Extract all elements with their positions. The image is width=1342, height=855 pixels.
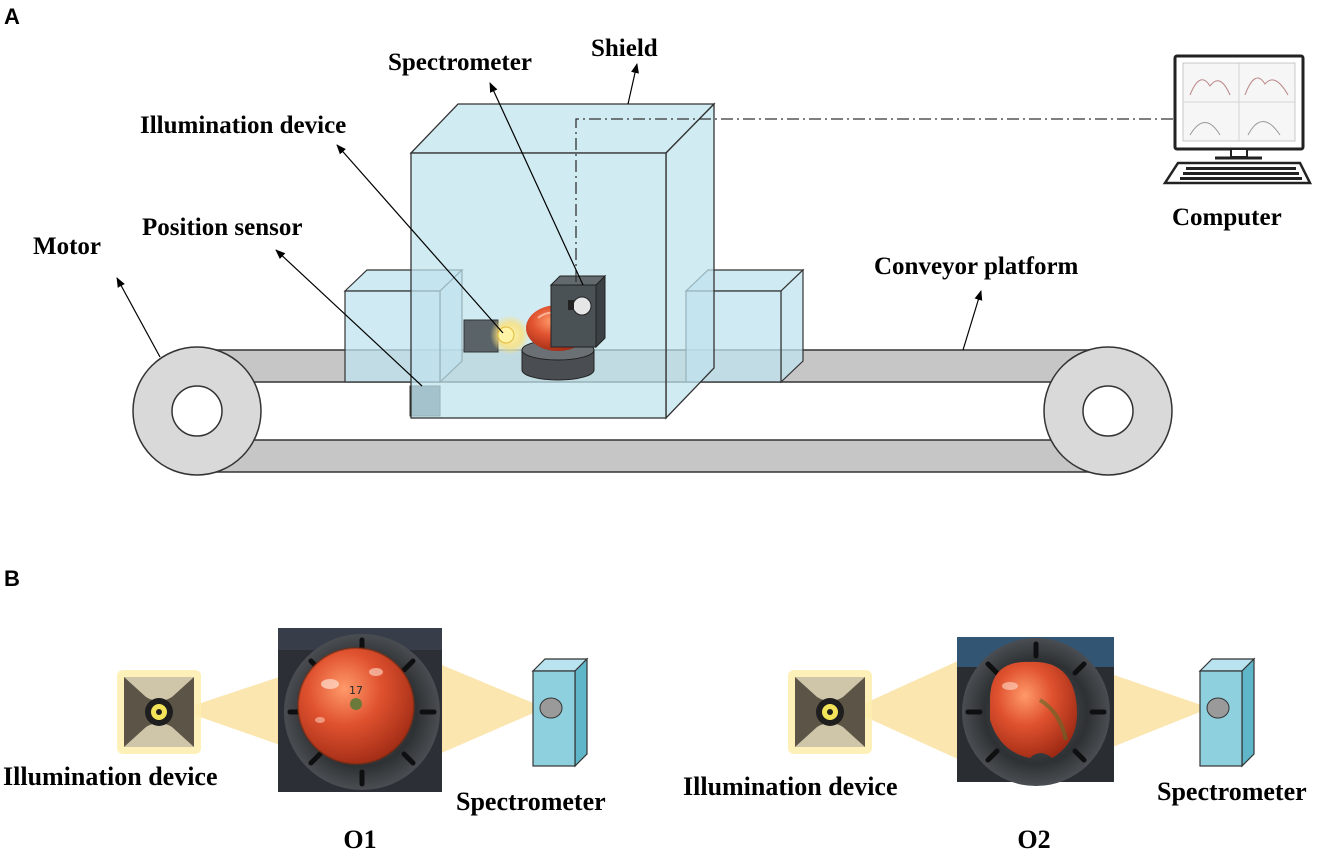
o2-spectrometer-label: Spectrometer <box>1157 777 1307 806</box>
o1-sample-photo: 17 <box>278 628 442 792</box>
o2-illumination-beam <box>850 660 960 760</box>
o2-caption: O2 <box>1017 825 1050 854</box>
label-computer: Computer <box>1172 204 1282 231</box>
label-position-sensor: Position sensor <box>142 214 302 241</box>
o1-illumination-device <box>117 670 201 754</box>
label-motor: Motor <box>33 233 101 260</box>
o2-illumination-label: Illumination device <box>683 772 898 801</box>
label-spectrometer: Spectrometer <box>388 49 532 76</box>
panel-a-letter: A <box>4 4 20 29</box>
label-illumination-device: Illumination device <box>140 112 346 139</box>
data-cable-line <box>575 118 1173 282</box>
setup-o1: 17 Illumination device Spectrometer O1 <box>3 628 606 854</box>
o2-spectrometer <box>1198 657 1256 768</box>
o1-illumination-label: Illumination device <box>3 762 218 791</box>
o1-illumination-beam <box>180 670 300 752</box>
illumination-device-a <box>463 315 530 355</box>
o2-illumination-device <box>788 670 872 754</box>
label-shield: Shield <box>591 35 658 62</box>
o1-spectrometer <box>531 657 589 768</box>
o2-sample-photo <box>957 637 1114 786</box>
idler-wheel <box>1043 346 1173 476</box>
motor-wheel <box>132 346 262 476</box>
o1-tomato-mark: 17 <box>349 684 363 697</box>
panel-b-letter: B <box>4 566 20 591</box>
o1-spectrometer-label: Spectrometer <box>456 787 606 816</box>
o1-caption: O1 <box>343 825 376 854</box>
label-conveyor-platform: Conveyor platform <box>874 253 1079 280</box>
spectrometer-a <box>549 274 607 349</box>
o2-reflected-beam <box>1085 665 1210 758</box>
label-arrows <box>116 63 983 387</box>
setup-o2: Illumination device Spectrometer O2 <box>683 637 1307 854</box>
computer <box>1162 54 1313 185</box>
o1-reflected-beam <box>430 660 545 758</box>
